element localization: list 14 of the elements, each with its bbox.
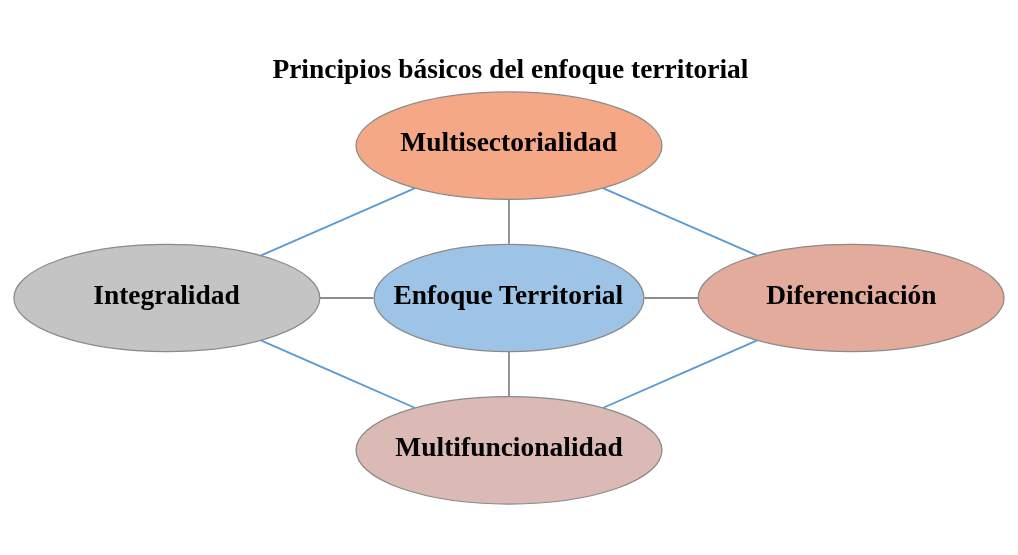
connector bbox=[508, 350, 510, 397]
connector bbox=[602, 338, 759, 409]
node-ellipse: Integralidad bbox=[13, 243, 321, 352]
connector bbox=[602, 186, 758, 256]
connector bbox=[318, 296, 375, 299]
diagram-title: Principios básicos del enfoque territorial bbox=[272, 53, 749, 84]
connector bbox=[259, 338, 416, 409]
node-ellipse: Enfoque Territorial bbox=[373, 243, 645, 352]
node-ellipse: Multifuncionalidad bbox=[355, 395, 663, 505]
connector bbox=[260, 186, 416, 256]
node-ellipse: Multisectorialidad bbox=[355, 90, 663, 200]
node-ellipse: Diferenciación bbox=[697, 243, 1005, 352]
connector bbox=[643, 296, 699, 299]
connector bbox=[508, 198, 510, 245]
